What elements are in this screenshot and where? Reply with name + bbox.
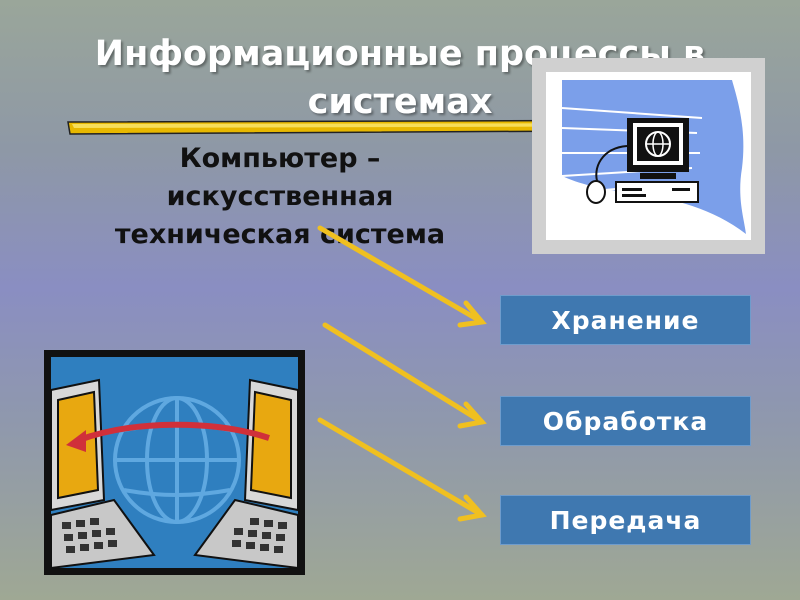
- process-transmission-label: Передача: [549, 505, 702, 535]
- process-processing-box: Обработка: [500, 396, 751, 446]
- title-line-2: системах: [307, 82, 493, 122]
- process-storage-box: Хранение: [500, 295, 751, 345]
- arrow-to-processing: [322, 322, 485, 425]
- subtitle-line-1: Компьютер –: [179, 143, 381, 174]
- arrow-head-storage: [457, 300, 487, 328]
- arrow-to-transmission: [317, 417, 485, 518]
- arrow-head-processing: [457, 401, 487, 429]
- computer-network-icon: [44, 350, 305, 575]
- subtitle-line-3: техническая система: [114, 219, 446, 250]
- subtitle-line-2: искусственная: [166, 181, 394, 212]
- slide-subtitle: Компьютер – искусственная техническая си…: [70, 140, 490, 254]
- process-transmission-box: Передача: [500, 495, 751, 545]
- slide-title: Информационные процессы в системах: [20, 30, 780, 126]
- computer-monitor-icon: [532, 58, 765, 254]
- process-storage-label: Хранение: [551, 305, 700, 335]
- arrow-head-transmission: [457, 494, 487, 522]
- process-processing-label: Обработка: [542, 406, 709, 436]
